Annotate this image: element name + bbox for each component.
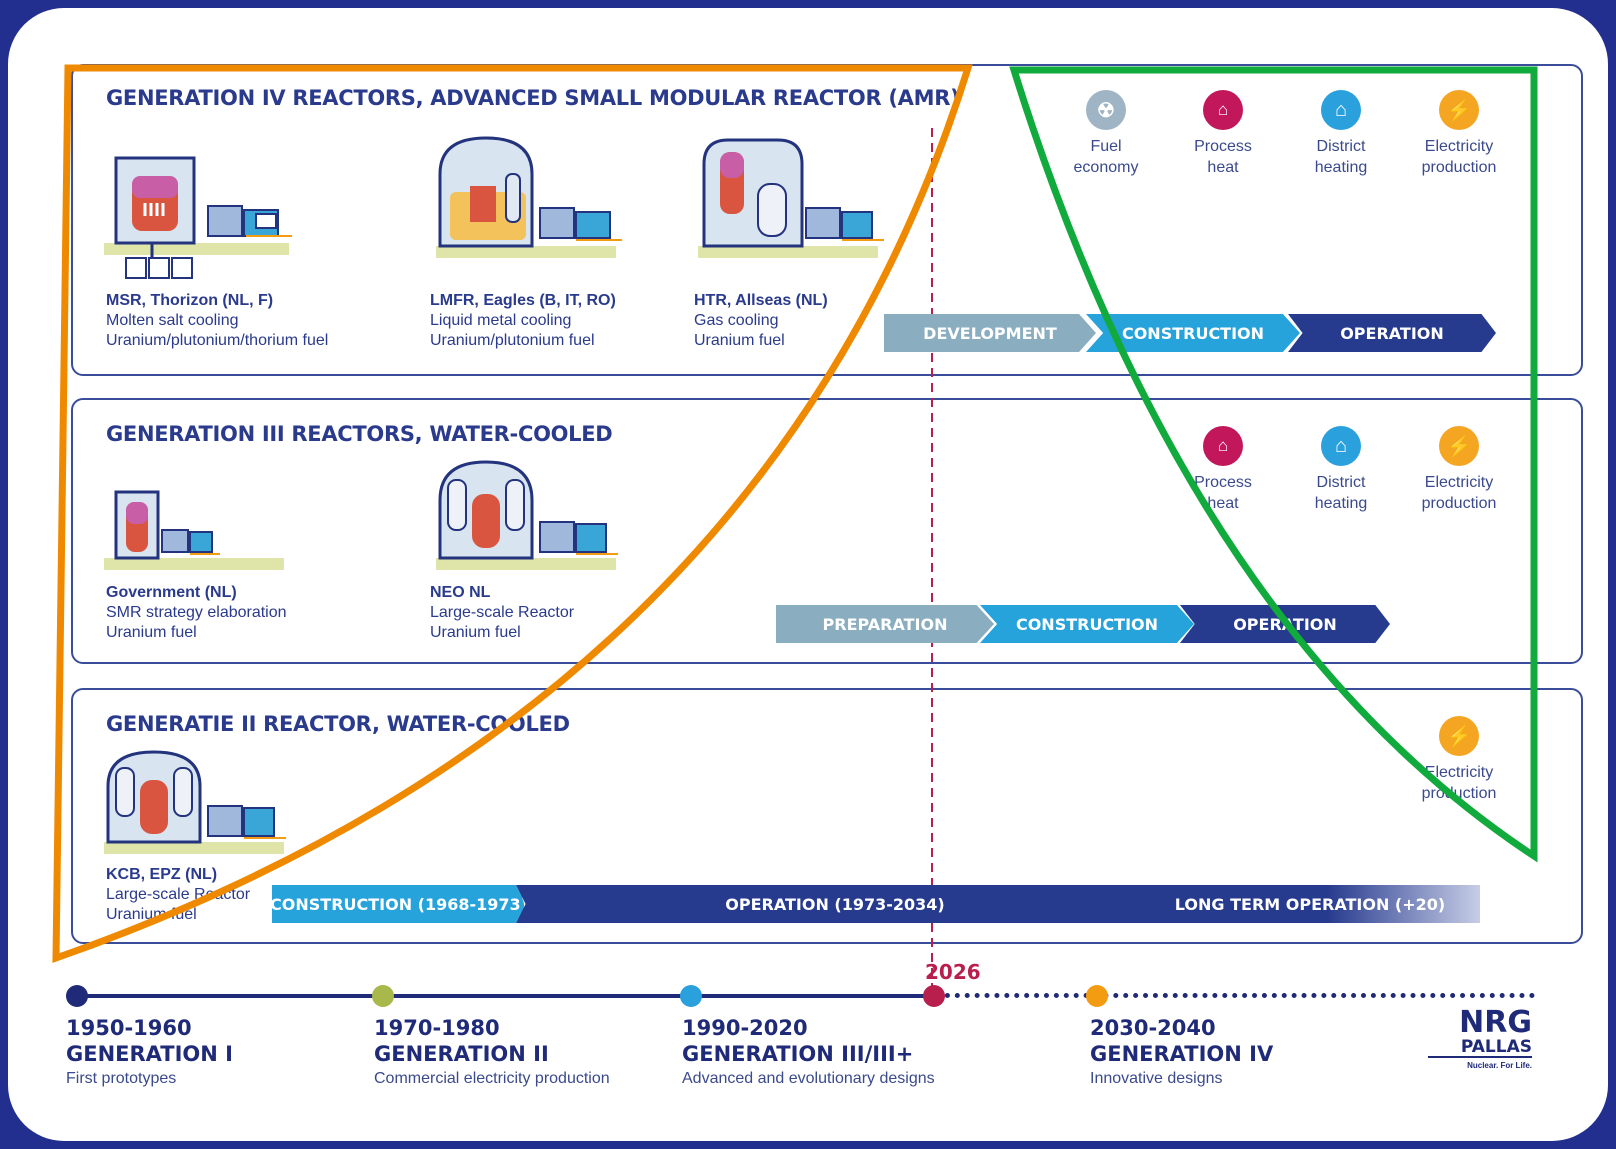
neo-nl-illustration — [436, 460, 618, 570]
era-generation: GENERATION I — [66, 1042, 233, 1066]
msr-reactor-illustration — [104, 156, 292, 279]
logo-nrg: NRG — [1459, 1005, 1532, 1040]
use-electricity-production: ⚡ Electricity production — [1404, 90, 1514, 178]
kcb-epz-illustration — [104, 750, 286, 854]
era-years: 1990-2020 — [682, 1016, 808, 1040]
reactor-fuel: Uranium/plutonium fuel — [430, 332, 595, 349]
era-generation: GENERATION IV — [1090, 1042, 1274, 1066]
stage-construction: CONSTRUCTION — [980, 605, 1194, 643]
section-title-gen4: GENERATION IV REACTORS, ADVANCED SMALL M… — [106, 86, 960, 110]
timeline-dot-gen2 — [372, 985, 394, 1007]
era-description: Commercial electricity production — [374, 1070, 610, 1087]
era-description: Advanced and evolutionary designs — [682, 1070, 935, 1087]
reactor-cooling: Liquid metal cooling — [430, 312, 572, 329]
era-description: Innovative designs — [1090, 1070, 1223, 1087]
stage-operation-1973-2034: OPERATION (1973-2034) — [516, 885, 1154, 923]
section-title-gen3: GENERATION III REACTORS, WATER-COOLED — [106, 422, 613, 446]
reactor-name: Government (NL) — [106, 584, 237, 601]
reactor-name: NEO NL — [430, 584, 491, 601]
nrg-pallas-logo: NRG PALLAS Nuclear. For Life. — [1428, 1008, 1532, 1070]
lightning-icon: ⚡ — [1439, 90, 1479, 130]
use-process-heat: ⌂ Process heat — [1168, 426, 1278, 514]
stage-operation: OPERATION — [1288, 314, 1496, 352]
annotation-overlay — [52, 64, 1538, 963]
reactor-type: Large-scale Reactor — [430, 604, 575, 621]
era-years: 1950-1960 — [66, 1016, 192, 1040]
government-smr-illustration — [104, 490, 284, 570]
stage-long-term-operation: LONG TERM OPERATION (+20) — [1140, 885, 1480, 923]
era-generation: GENERATION II — [374, 1042, 549, 1066]
stage-development: DEVELOPMENT — [884, 314, 1096, 352]
timeline-dotted-line — [935, 993, 1535, 998]
reactor-fuel: Uranium/plutonium/thorium fuel — [106, 332, 329, 349]
use-district-heating: ⌂ District heating — [1286, 90, 1396, 178]
infographic-card: GENERATION IV REACTORS, ADVANCED SMALL M… — [8, 8, 1608, 1141]
reactor-name: HTR, Allseas (NL) — [694, 292, 828, 309]
use-process-heat: ⌂ Process heat — [1168, 90, 1278, 178]
reactor-name: MSR, Thorizon (NL, F) — [106, 292, 274, 309]
reactor-fuel: Uranium fuel — [430, 624, 521, 641]
reactor-cooling: Molten salt cooling — [106, 312, 239, 329]
panel-generation-ii — [71, 688, 1583, 944]
house-icon: ⌂ — [1321, 90, 1361, 130]
use-district-heating: ⌂ District heating — [1286, 426, 1396, 514]
stage-preparation: PREPARATION — [776, 605, 994, 643]
lightning-icon: ⚡ — [1439, 716, 1479, 756]
use-fuel-economy: ☢ Fuel economy — [1051, 90, 1161, 178]
timeline-solid-line — [78, 994, 935, 998]
reactor-fuel: Uranium fuel — [694, 332, 785, 349]
lmfr-reactor-illustration — [436, 136, 622, 258]
stage-construction-1968-1973: CONSTRUCTION (1968-1973) — [272, 885, 526, 923]
year-marker-label: 2026 — [925, 960, 981, 984]
radiation-icon: ☢ — [1086, 90, 1126, 130]
reactor-fuel: Uranium fuel — [106, 624, 197, 641]
lightning-icon: ⚡ — [1439, 426, 1479, 466]
factory-icon: ⌂ — [1203, 426, 1243, 466]
era-years: 1970-1980 — [374, 1016, 500, 1040]
factory-icon: ⌂ — [1203, 90, 1243, 130]
logo-tagline: Nuclear. For Life. — [1467, 1061, 1532, 1070]
use-electricity-production: ⚡ Electricity production — [1404, 426, 1514, 514]
house-icon: ⌂ — [1321, 426, 1361, 466]
htr-reactor-illustration — [698, 138, 884, 258]
reactor-name: KCB, EPZ (NL) — [106, 866, 218, 883]
reactor-type: Large-scale Reactor — [106, 886, 251, 903]
timeline-dot-2026 — [923, 985, 945, 1007]
era-generation: GENERATION III/III+ — [682, 1042, 914, 1066]
era-years: 2030-2040 — [1090, 1016, 1216, 1040]
timeline-dot-gen1 — [66, 985, 88, 1007]
reactor-name: LMFR, Eagles (B, IT, RO) — [430, 292, 616, 309]
timeline-dot-gen3 — [680, 985, 702, 1007]
reactor-strategy: SMR strategy elaboration — [106, 604, 287, 621]
year-marker-line — [931, 128, 933, 1003]
logo-pallas: PALLAS — [1428, 1038, 1532, 1058]
reactor-cooling: Gas cooling — [694, 312, 779, 329]
panel-generation-iii — [71, 398, 1583, 664]
era-description: First prototypes — [66, 1070, 177, 1087]
timeline-dot-gen4 — [1086, 985, 1108, 1007]
